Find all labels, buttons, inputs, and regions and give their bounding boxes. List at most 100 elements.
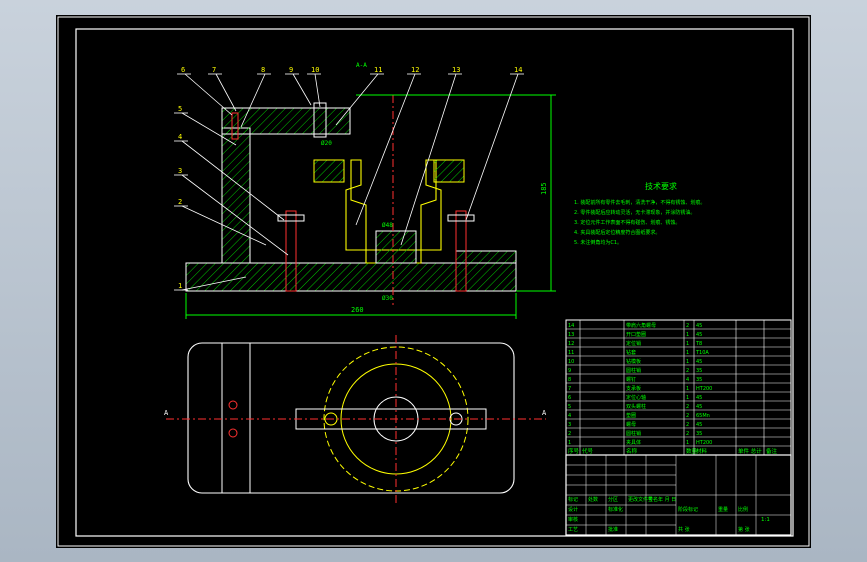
left-column bbox=[221, 127, 251, 264]
inner-border bbox=[75, 28, 794, 537]
bom-cell-material: 65Mn bbox=[696, 413, 710, 419]
bom-cell-name: 定位销 bbox=[626, 340, 641, 347]
bom-cell-name: 圆柱销 bbox=[626, 430, 641, 437]
part-label-9: 9 bbox=[289, 66, 293, 74]
part-label-3: 3 bbox=[178, 167, 182, 175]
title-block-label: 标记 bbox=[568, 496, 578, 503]
part-label-8: 8 bbox=[261, 66, 265, 74]
bom-frame bbox=[565, 319, 792, 456]
title-block-label: 设计 bbox=[568, 506, 578, 513]
bom-cell-name: 圆柱销 bbox=[626, 367, 641, 374]
bom-cell-qty: 1 bbox=[686, 440, 689, 446]
title-block-scale: 1:1 bbox=[761, 517, 770, 523]
part-label-1: 1 bbox=[178, 282, 182, 290]
part-label-6: 6 bbox=[181, 66, 185, 74]
leader-line-5 bbox=[181, 112, 237, 146]
view-marker-right: A bbox=[542, 409, 547, 417]
workpiece bbox=[345, 159, 442, 264]
bom-cell-no: 7 bbox=[568, 386, 571, 392]
bom-cell-no: 8 bbox=[568, 377, 571, 383]
leader-line-9 bbox=[292, 73, 312, 106]
left-pin bbox=[231, 112, 239, 140]
title-block-label: 签名 bbox=[648, 496, 658, 503]
bom-cell-material: 35 bbox=[696, 377, 702, 383]
leader-line-8 bbox=[240, 73, 266, 128]
title-block-label: 工艺 bbox=[568, 527, 578, 533]
drill-bushing bbox=[313, 102, 327, 138]
bom-cell-material: 35 bbox=[696, 368, 702, 374]
technical-requirements: 技术要求 1. 装配前所有零件去毛刺，清洗干净，不得有锈蚀、划痕。 2. 零件装… bbox=[574, 181, 705, 246]
top-view: A A bbox=[164, 335, 547, 505]
bom-cell-name: 螺母 bbox=[626, 421, 636, 428]
leader-line-1 bbox=[181, 276, 247, 291]
outer-border bbox=[57, 16, 810, 547]
title-block-label: 共 张 bbox=[678, 526, 690, 533]
part-label-14: 14 bbox=[514, 66, 522, 74]
bom-header-note: 备注 bbox=[766, 447, 778, 455]
view-marker-left: A bbox=[164, 409, 169, 417]
title-block-label: 年 月 日 bbox=[658, 496, 676, 503]
bom-header-code: 代号 bbox=[582, 447, 594, 455]
bom-cell-name: 双头螺柱 bbox=[626, 403, 646, 410]
bom-cell-no: 13 bbox=[568, 332, 574, 338]
top-dim: Ø20 bbox=[321, 140, 332, 147]
tech-req-line-3: 3. 定位元件工作表面不得有碰伤、划痕、锈蚀。 bbox=[574, 219, 680, 226]
bom-cell-material: 35 bbox=[696, 431, 702, 437]
bom-cell-no: 3 bbox=[568, 422, 571, 428]
part-label-12: 12 bbox=[411, 66, 419, 74]
bom-cell-qty: 2 bbox=[686, 413, 689, 419]
bom-cell-name: 钻套 bbox=[626, 349, 636, 356]
title-block-label: 分区 bbox=[608, 496, 618, 503]
leader-line-14 bbox=[465, 73, 519, 221]
overall-width-dim: 260 bbox=[351, 306, 364, 314]
part-label-7: 7 bbox=[212, 66, 216, 74]
part-label-5: 5 bbox=[178, 105, 182, 113]
bom-cell-name: 螺钉 bbox=[626, 376, 636, 383]
bom-cell-qty: 2 bbox=[686, 422, 689, 428]
bom-cell-name: 定位心轴 bbox=[626, 394, 646, 401]
right-stud bbox=[447, 210, 475, 292]
part-label-4: 4 bbox=[178, 133, 182, 141]
leader-line-6 bbox=[184, 73, 233, 116]
bom-cell-qty: 2 bbox=[686, 323, 689, 329]
base-plate bbox=[185, 262, 517, 292]
title-block-label: 更改文件号 bbox=[628, 496, 653, 503]
bom-cell-material: 45 bbox=[696, 323, 702, 329]
tech-req-line-4: 4. 夹具装配后定位精度符合图纸要求。 bbox=[574, 229, 660, 236]
workpiece-flange-right bbox=[433, 159, 465, 183]
bom-cell-material: HT200 bbox=[696, 440, 712, 446]
bom-cell-no: 12 bbox=[568, 341, 574, 347]
leader-line-4 bbox=[181, 140, 285, 221]
bom-header-material: 材料 bbox=[696, 447, 708, 455]
top-view-base bbox=[187, 342, 515, 494]
part-label-2: 2 bbox=[178, 198, 182, 206]
top-view-column bbox=[221, 342, 251, 494]
bom-header-name: 名称 bbox=[626, 447, 638, 455]
bom-cell-no: 6 bbox=[568, 395, 571, 401]
bom-cell-qty: 1 bbox=[686, 359, 689, 365]
bom-cell-qty: 1 bbox=[686, 386, 689, 392]
bom-cell-no: 5 bbox=[568, 404, 571, 410]
leader-line-3 bbox=[181, 174, 289, 256]
bom-cell-name: 支承板 bbox=[626, 385, 641, 392]
bom-cell-qty: 1 bbox=[686, 332, 689, 338]
bom-cell-no: 14 bbox=[568, 323, 574, 329]
base-slot-dim: Ø30 bbox=[382, 295, 393, 302]
leader-line-11 bbox=[335, 73, 379, 126]
bom-cell-name: 夹具体 bbox=[626, 439, 641, 446]
top-view-left-hole-2 bbox=[228, 428, 238, 438]
bom-cell-no: 2 bbox=[568, 431, 571, 437]
bom-cell-material: 45 bbox=[696, 404, 702, 410]
bom-cell-name: 开口垫圈 bbox=[626, 331, 646, 338]
bom-cell-qty: 2 bbox=[686, 404, 689, 410]
title-block-label: 处数 bbox=[588, 496, 598, 503]
bom-cell-material: HT200 bbox=[696, 386, 712, 392]
tech-req-line-2: 2. 零件装配后应转动灵活，无卡滞现象，并涂防锈油。 bbox=[574, 209, 695, 216]
bore-dim: Ø48 bbox=[382, 222, 393, 229]
bom-cell-qty: 2 bbox=[686, 431, 689, 437]
top-plate bbox=[221, 107, 351, 135]
bom-cell-qty: 1 bbox=[686, 341, 689, 347]
